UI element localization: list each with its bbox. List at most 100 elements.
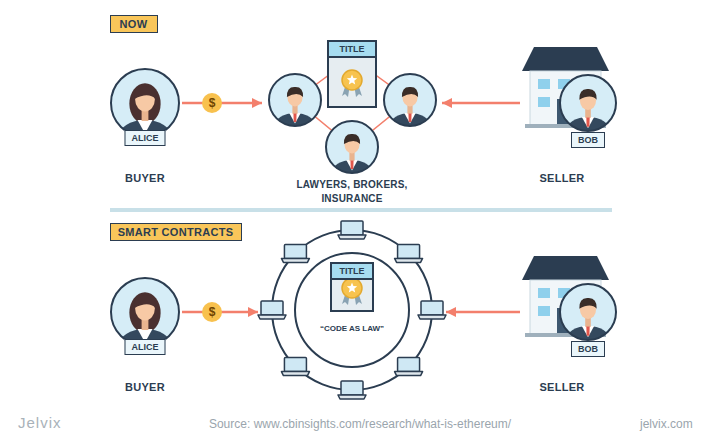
network-ring-inner (295, 253, 409, 367)
laptop-base (395, 372, 423, 376)
stage-label: NOW (120, 18, 148, 30)
avatar-ground (384, 74, 436, 126)
buyer-avatar: ALICE BUYER (108, 66, 182, 190)
laptop-screen (398, 358, 420, 372)
avatar-outline (326, 121, 378, 173)
house-window (538, 306, 550, 316)
drawing-part (586, 118, 589, 127)
laptop-base (281, 258, 309, 262)
coin-symbol: $ (202, 93, 222, 113)
drawing-part (586, 327, 589, 336)
name-text: ALICE (125, 130, 166, 146)
house-window (538, 288, 550, 298)
house-roof (522, 47, 609, 71)
avatar-outline (384, 74, 436, 126)
intermediary-group: LAWYERS, BROKERS, INSURANCE TITLE (262, 35, 442, 207)
coin-symbol: $ (202, 302, 222, 322)
flow-arrow (446, 311, 520, 314)
house-window (538, 79, 550, 89)
star (347, 75, 357, 85)
role-text: SELLER (539, 172, 584, 184)
document-title: TITLE (329, 42, 375, 58)
laptop-screen (261, 301, 283, 315)
avatar-outline (560, 284, 616, 340)
drawing-part (402, 87, 418, 97)
name-text: ALICE (125, 339, 166, 355)
person-figure (275, 87, 316, 139)
person-figure (118, 292, 171, 363)
drawing-part (346, 160, 357, 170)
seal (342, 278, 362, 298)
avatar-ground (560, 284, 616, 340)
drawing-part (289, 113, 300, 123)
drawing-part (408, 114, 411, 123)
drawing-part (118, 329, 171, 363)
house-window (538, 97, 550, 107)
laptop-screen (341, 221, 363, 235)
drawing-part (134, 86, 155, 99)
stage-label: SMART CONTRACTS (118, 226, 234, 238)
document-title: TITLE (332, 264, 372, 280)
drawing-part (404, 113, 415, 123)
drawing-part (293, 114, 296, 123)
seller-avatar: BOB SELLER (520, 44, 620, 190)
drawing-part (582, 326, 594, 337)
laptop-base (258, 315, 286, 319)
avatar-outline (111, 278, 179, 346)
role-text: BUYER (125, 381, 165, 393)
name-text: BOB (571, 341, 605, 357)
house-roof (522, 256, 609, 280)
drawing-part (287, 87, 303, 97)
laptop-base (395, 258, 423, 262)
drawing-part (579, 298, 596, 309)
drawing-part (350, 161, 353, 170)
name-text: BOB (571, 132, 605, 148)
laptop-screen (421, 301, 443, 315)
group-text: LAWYERS, BROKERS, INSURANCE (277, 178, 427, 206)
role-text: BUYER (125, 172, 165, 184)
avatar-outline (560, 75, 616, 131)
buyer-avatar: ALICE BUYER (108, 275, 182, 399)
avatar-ground (111, 69, 179, 137)
blockchain-network: “CODE AS LAW” TITLE (258, 228, 446, 393)
laptop-base (281, 372, 309, 376)
watermark: Jelvix (18, 414, 62, 431)
avatar-ground (111, 278, 179, 346)
laptop-base (418, 315, 446, 319)
title-document: TITLE (330, 262, 374, 312)
flow-arrow (182, 102, 262, 105)
title-document: TITLE (327, 40, 377, 108)
document-body (330, 262, 374, 312)
person-figure (118, 83, 171, 154)
stage-tag: NOW (110, 15, 158, 33)
star (347, 283, 357, 293)
laptop-screen (398, 244, 420, 258)
document-body (327, 40, 377, 108)
drawing-part (129, 292, 160, 333)
law-text: “CODE AS LAW” (320, 324, 384, 333)
laptop-screen (284, 244, 306, 258)
laptop-base (338, 395, 366, 399)
avatar-ground (326, 121, 378, 173)
source-note: Source: www.cbinsights.com/research/what… (209, 417, 511, 431)
seal (342, 70, 362, 90)
stage-tag: SMART CONTRACTS (110, 223, 242, 241)
drawing-part (579, 89, 596, 100)
laptop-screen (341, 381, 363, 395)
watermark: jelvix.com (640, 417, 693, 431)
avatar-outline (269, 74, 321, 126)
drawing-part (129, 83, 160, 124)
drawing-part (118, 120, 171, 154)
avatar-outline (111, 69, 179, 137)
flow-arrow (442, 102, 520, 105)
drawing-part (134, 295, 155, 308)
avatar-ground (269, 74, 321, 126)
person-figure (390, 87, 431, 139)
avatar-ground (560, 75, 616, 131)
role-text: SELLER (539, 381, 584, 393)
person-figure (332, 134, 373, 186)
laptop-base (338, 235, 366, 239)
drawing-part (582, 117, 594, 128)
